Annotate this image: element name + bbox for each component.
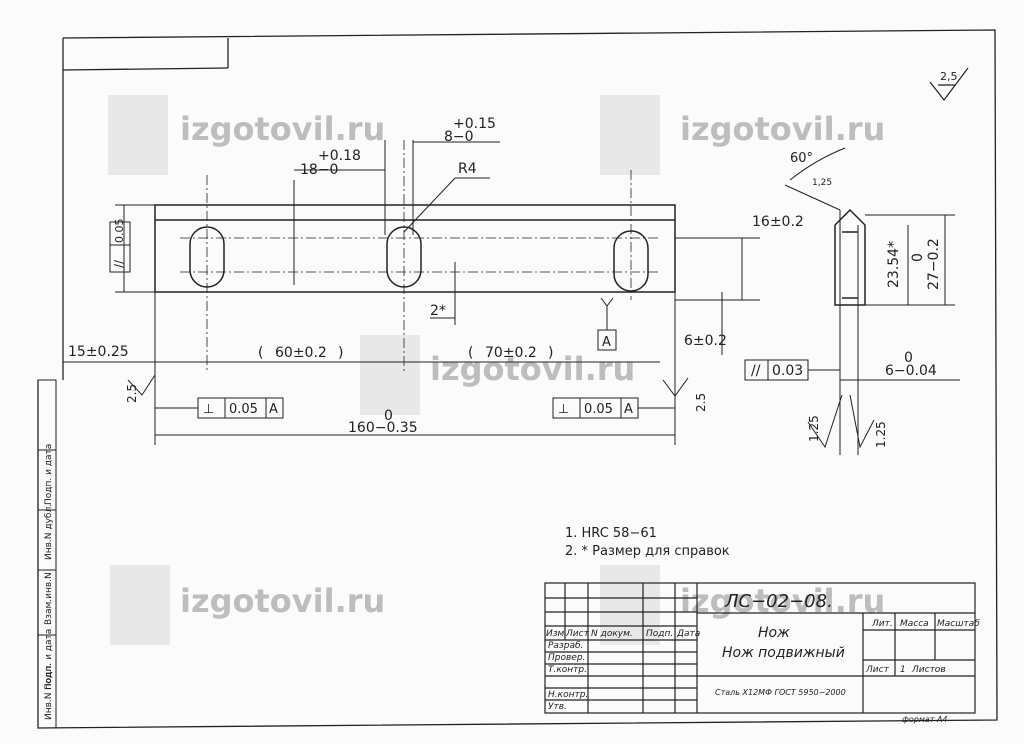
hole-offset: 18−0 xyxy=(300,162,338,178)
massa-label: Масса xyxy=(900,619,929,629)
front-view-outline xyxy=(154,204,676,293)
perp-left-datum: A xyxy=(269,402,278,417)
side-stamp-podp2: Подп. и дата xyxy=(44,444,54,505)
side-dim-lines xyxy=(744,147,960,455)
row-razrab: Разраб. xyxy=(548,641,583,651)
perp-left-value: 0.05 xyxy=(229,402,258,417)
format-label: формат А4 xyxy=(902,715,948,724)
parallel-right-value: 0.03 xyxy=(772,363,803,379)
length-upper: 0 xyxy=(384,408,393,424)
watermark-text: izgotovil.ru xyxy=(180,110,385,148)
centerlines xyxy=(180,140,660,372)
col-list: Лист xyxy=(565,629,590,639)
roughness-left-value: 2.5 xyxy=(125,384,139,403)
hole-offset-tol: +0.18 xyxy=(318,148,361,164)
perp-right-symbol: ⊥ xyxy=(558,402,569,417)
dim-2354: 23.54* xyxy=(886,241,902,288)
drawing-number: ЛС−02−08. xyxy=(724,591,833,612)
perp-left-symbol: ⊥ xyxy=(203,402,214,417)
roughness-right-value: 2.5 xyxy=(694,393,708,412)
perp-right-value: 0.05 xyxy=(584,402,613,417)
watermark-text: izgotovil.ru xyxy=(680,110,885,148)
slot-width: 8−0 xyxy=(444,129,474,145)
datum-a-label: A xyxy=(602,335,611,350)
dim-15: 15±0.25 xyxy=(68,344,129,360)
roughness-edge-b: 1.25 xyxy=(874,421,888,448)
note-2: 2. * Размер для справок xyxy=(565,544,730,559)
dim-27: 27−0.2 xyxy=(926,238,942,290)
row-utv: Утв. xyxy=(548,702,567,712)
dim-2-ref: 2* xyxy=(430,303,446,319)
slot-radius: R4 xyxy=(458,161,477,177)
parallelism-left-value: 0.05 xyxy=(113,219,126,244)
note-1: 1. HRC 58−61 xyxy=(565,526,657,541)
dim-60-paren-r: ) xyxy=(338,345,343,361)
perp-right-datum: A xyxy=(624,402,633,417)
dim-6: 6±0.2 xyxy=(684,333,727,349)
length-dim: 160−0.35 xyxy=(348,420,418,436)
col-data: Дата xyxy=(676,629,700,639)
lit-label: Лит. xyxy=(871,619,893,629)
watermark-text: izgotovil.ru xyxy=(180,582,385,620)
parallelism-symbol-left: // xyxy=(112,259,126,268)
front-dim-lines xyxy=(63,140,760,445)
dim-27-upper: 0 xyxy=(910,253,926,262)
watermark-logo: izgotovil.ru xyxy=(600,565,885,645)
watermark-text: izgotovil.ru xyxy=(430,350,635,388)
col-izm: Изм xyxy=(546,629,565,639)
material: Сталь Х12МФ ГОСТ 5950−2000 xyxy=(715,688,846,697)
bevel-angle: 60° xyxy=(790,151,813,166)
col-ndokum: N докум. xyxy=(591,629,633,639)
dim-70: 70±0.2 xyxy=(485,345,537,361)
dim-70-paren-r: ) xyxy=(548,345,553,361)
global-roughness-value: 2,5 xyxy=(940,70,958,83)
watermark-logo: izgotovil.ru xyxy=(360,335,635,415)
global-roughness-symbol xyxy=(929,67,969,101)
bevel-size: 1,25 xyxy=(812,178,832,188)
title-block-frame xyxy=(544,582,976,714)
side-stamp-inv-podl: Инв.N подл. xyxy=(44,663,54,720)
dim-70-paren-l: ( xyxy=(468,345,473,361)
row-nkontr: Н.контр. xyxy=(548,690,588,700)
watermark-text: izgotovil.ru xyxy=(680,582,885,620)
title-line-1: Нож xyxy=(758,625,790,641)
list-value: 1 xyxy=(900,665,906,675)
list-label: Лист xyxy=(865,665,890,675)
side-stamp-podp1: Подп. и дата xyxy=(44,629,54,690)
side-stamp-dubl: Инв.N дубл. xyxy=(44,504,54,560)
side-stamp-frame xyxy=(37,379,57,729)
side-view-outline xyxy=(834,208,866,306)
watermark-logo: izgotovil.ru xyxy=(600,95,885,175)
slot-width-tol: +0.15 xyxy=(453,116,496,132)
dim-16: 16±0.2 xyxy=(752,214,804,230)
row-prover: Провер. xyxy=(548,653,585,663)
thickness: 6−0.04 xyxy=(885,363,937,379)
row-tkontr: Т.контр. xyxy=(548,665,587,675)
watermark-group: izgotovil.ru izgotovil.ru izgotovil.ru i… xyxy=(108,95,885,645)
side-stamp-vzam: Взам.инв.N xyxy=(44,572,54,625)
roughness-edge-a: 1.25 xyxy=(807,415,821,442)
dim-60: 60±0.2 xyxy=(275,345,327,361)
watermark-logo: izgotovil.ru xyxy=(108,95,385,175)
thickness-upper: 0 xyxy=(904,350,913,366)
title-line-2: Нож подвижный xyxy=(722,645,845,661)
parallel-symbol-right: // xyxy=(751,363,761,379)
dim-60-paren-l: ( xyxy=(258,345,263,361)
col-podp: Подп. xyxy=(646,629,673,639)
listov-label: Листов xyxy=(911,665,946,675)
watermark-logo: izgotovil.ru xyxy=(110,565,385,645)
masshtab-label: Масштаб xyxy=(937,619,980,629)
